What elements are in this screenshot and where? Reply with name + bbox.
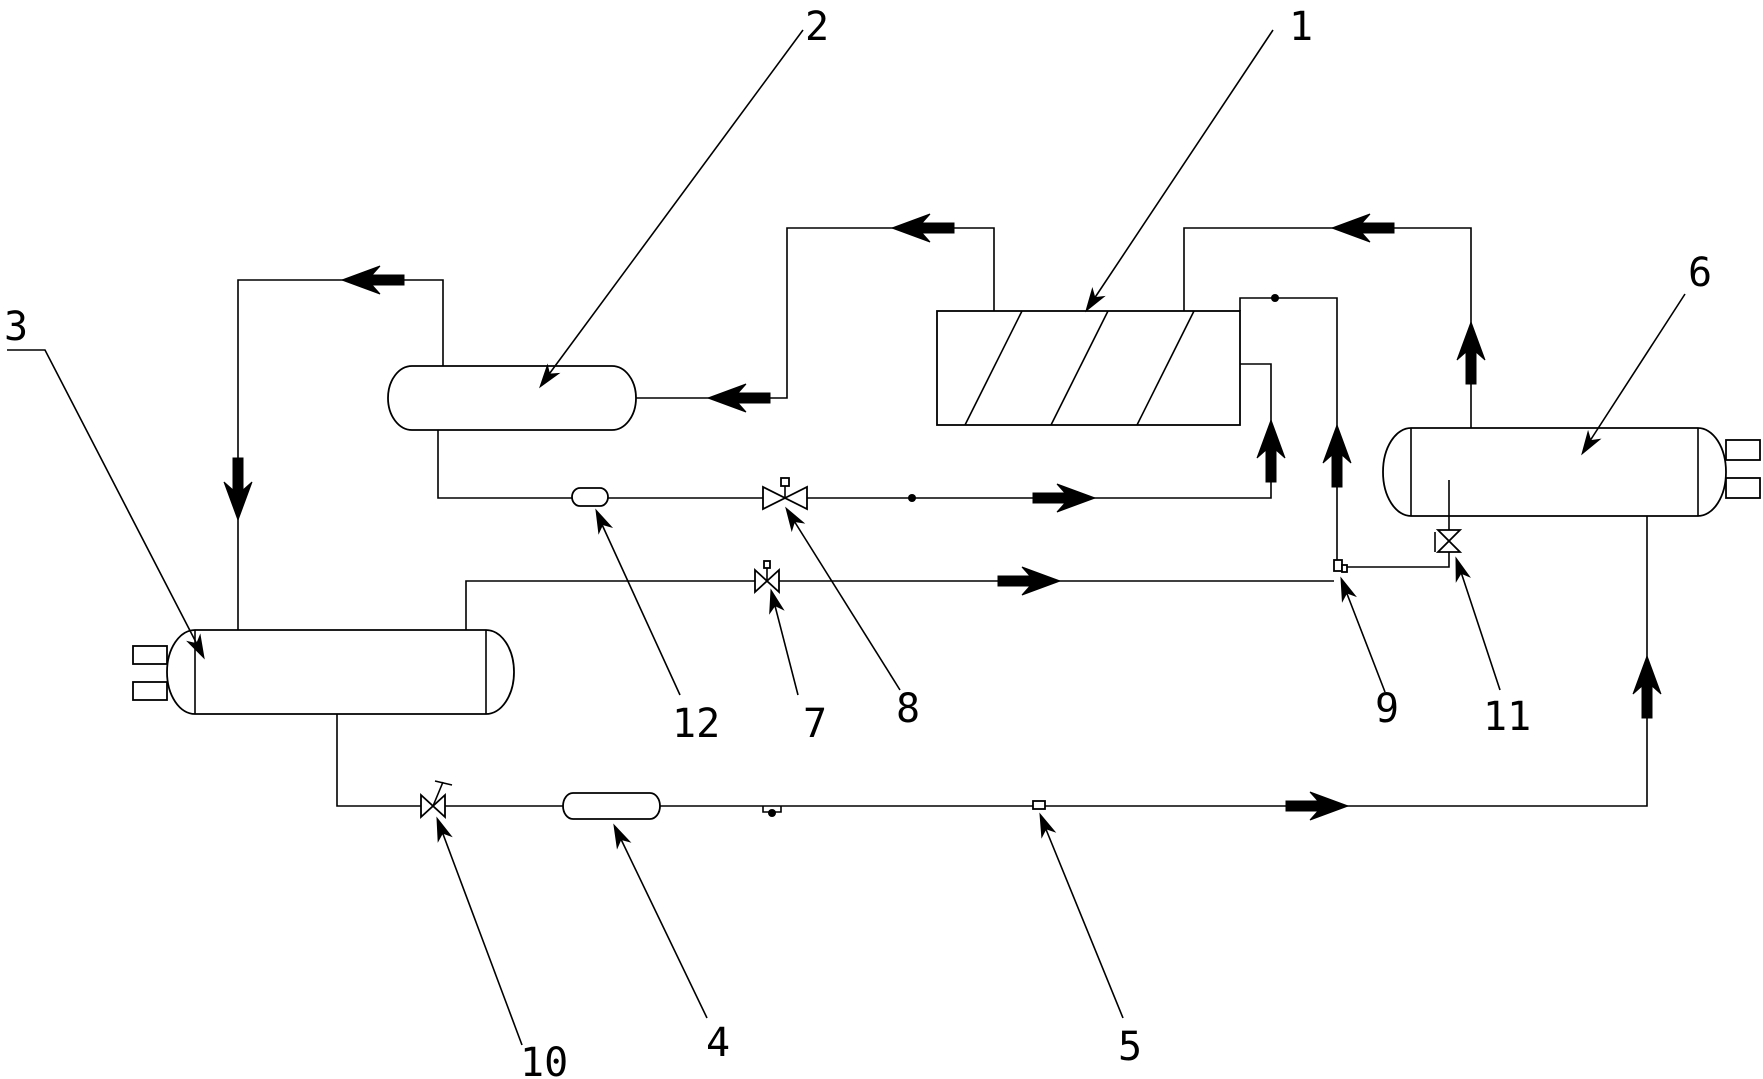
component-11-valve [1434,529,1463,553]
component-10-valve [420,780,453,820]
flow-arrows [223,213,1662,821]
flow-arrow-up [1322,424,1352,488]
leader-lines [7,29,1686,1046]
component-6-vessel [1382,427,1761,530]
label-5: 5 [1118,1024,1142,1070]
flow-arrow-down [223,457,253,521]
flow-arrow-up [1256,419,1286,483]
component-2-vessel [387,365,637,431]
pipe-vessel2-to-vessel3 [237,279,444,630]
flow-arrow-right [1032,483,1096,513]
component-8-valve [762,477,808,511]
flow-arrow-left [1331,213,1395,243]
component-7-valve [754,560,780,595]
pipe-hx1-to-fitting9 [1239,297,1338,560]
label-7: 7 [803,701,827,747]
component-3-vessel [132,629,515,715]
label-2: 2 [805,4,829,50]
component-12-filter [571,487,609,507]
label-1: 1 [1289,4,1313,50]
flow-arrow-left [891,213,955,243]
pipe-liquid-line [437,430,572,499]
flow-arrow-up [1632,655,1662,719]
labels: 1 2 3 6 12 7 8 9 11 10 4 5 [4,4,1712,1079]
label-6: 6 [1688,250,1712,296]
component-5-sight-glass [1032,800,1046,810]
component-9-fitting [1333,559,1348,573]
flow-arrow-right [997,566,1061,596]
pipe-bottom-line [336,714,421,807]
label-9: 9 [1375,686,1399,732]
flow-arrow-right [1285,791,1349,821]
flow-arrow-left [341,265,405,295]
label-12: 12 [672,701,720,747]
label-8: 8 [896,686,920,732]
component-1-heat-exchanger [936,310,1241,426]
flow-arrow-left [707,383,771,413]
label-4: 4 [706,1020,730,1066]
component-4-filter [562,792,661,820]
label-11: 11 [1483,694,1531,740]
flow-arrow-up [1456,321,1486,385]
label-10: 10 [520,1040,568,1079]
pipe-vessel3-to-fitting9 [465,580,755,630]
label-3: 3 [4,304,28,350]
